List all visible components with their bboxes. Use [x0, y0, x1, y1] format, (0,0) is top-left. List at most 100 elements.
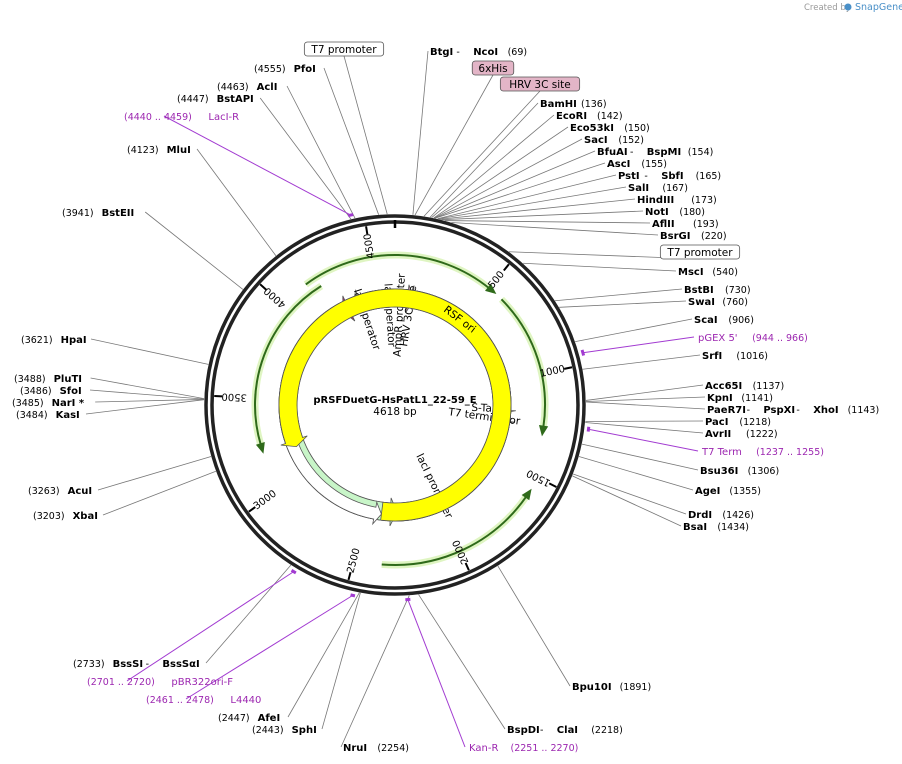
site-bsu36i[interactable]: Bsu36I(1306) — [700, 466, 779, 477]
leader-layer — [85, 50, 706, 748]
label-layer: BtgI - NcoI(69) BamHI (136)EcoRI(142)Eco53… — [12, 41, 879, 754]
site-sali[interactable]: SalI(167) — [628, 183, 688, 194]
site-drui[interactable]: NruI(2254) — [343, 743, 409, 754]
site-noti[interactable]: NotI(180) — [645, 207, 705, 218]
site-name: BspMI — [647, 147, 681, 158]
site-bstapi[interactable]: (4447)BstAPI — [177, 94, 254, 105]
primer-pgex5[interactable]: pGEX 5'(944 .. 966) — [698, 333, 808, 344]
tick-mark — [347, 571, 352, 581]
site-plutI[interactable]: (3488)PluTI — [14, 374, 82, 385]
site-leader — [433, 126, 569, 219]
site-leader — [572, 473, 687, 515]
primer-name: LacI-R — [208, 112, 239, 123]
site-bfuai-bspmi[interactable]: BfuAI - BspMI(154) — [597, 147, 713, 158]
site-bpu10i[interactable]: Bpu10I(1891) — [572, 682, 651, 693]
site-position: (4447) — [177, 94, 209, 105]
site-aflii[interactable]: AflII(193) — [652, 219, 719, 230]
site-kpni[interactable]: KpnI(1141) — [707, 393, 773, 404]
site-name: AclI — [257, 82, 278, 93]
site-name: ClaI — [557, 725, 578, 736]
site-position: (1137) — [753, 381, 785, 392]
site-leader — [437, 174, 617, 220]
plasmid-length: 4618 bp — [373, 406, 417, 418]
site-bspdi-clai[interactable]: BspDI - ClaI(2218) — [507, 725, 623, 736]
site-btgi-ncoi[interactable]: BtgI - NcoI(69) — [430, 47, 527, 58]
site-name: NruI — [343, 743, 367, 754]
boxed-label-t7-promoter-right[interactable]: T7 promoter — [659, 244, 741, 260]
boxed-label-t7-promoter-top[interactable]: T7 promoter — [303, 41, 385, 57]
site-bsteii[interactable]: (3941)BstEII — [62, 208, 134, 219]
site-position: (2447) — [218, 713, 250, 724]
site-position: (136) — [581, 99, 607, 110]
site-sfoi[interactable]: (3486)SfoI — [20, 386, 82, 397]
site-name: MluI — [167, 145, 191, 156]
site-acli[interactable]: (4463)AclI — [217, 82, 277, 93]
site-agei[interactable]: AgeI(1355) — [695, 486, 761, 497]
site-psti-sbfi[interactable]: PstI - SbfI(165) — [618, 171, 721, 182]
site-name: NcoI — [473, 47, 498, 58]
site-pfoi[interactable]: (4555)PfoI — [254, 64, 316, 75]
site-name: PluTI — [54, 374, 82, 385]
site-name: BfuAI — [597, 147, 628, 158]
site-leader — [287, 592, 360, 718]
primer-name: pGEX 5' — [698, 333, 738, 344]
site-leader — [441, 210, 644, 221]
site-leader — [582, 354, 701, 370]
site-kasi[interactable]: (3484)KasI — [16, 410, 80, 421]
site-asci[interactable]: AscI(155) — [607, 159, 667, 170]
site-leader — [572, 475, 682, 527]
site-bamhi[interactable]: BamHI (136) — [540, 99, 607, 110]
tick-label: 3500 — [221, 390, 247, 402]
primer-name: L4440 — [230, 695, 261, 706]
site-drdi[interactable]: DrdI(1426) — [688, 510, 754, 521]
primer-leader — [163, 115, 351, 216]
site-bsssi-bssaai[interactable]: (2733)BssSI - BssSαI — [73, 659, 200, 670]
site-position: (1434) — [717, 522, 749, 533]
site-hpai[interactable]: (3621)HpaI — [21, 335, 87, 346]
site-leader — [323, 67, 380, 215]
primer-laci-r[interactable]: (4440 .. 4459)LacI-R — [124, 112, 239, 123]
site-ecori[interactable]: EcoRI(142) — [556, 111, 623, 122]
site-saci[interactable]: SacI(152) — [584, 135, 644, 146]
site-swai[interactable]: SwaI(760) — [688, 297, 748, 308]
site-srfi[interactable]: SrfI(1016) — [702, 351, 768, 362]
boxed-label-sixhis[interactable]: 6xHis — [471, 60, 515, 76]
site-hindiii[interactable]: HindIII(173) — [637, 195, 717, 206]
site-bsrgi[interactable]: BsrGI(220) — [660, 231, 727, 242]
site-bstbi[interactable]: BstBI(730) — [684, 285, 751, 296]
site-scai[interactable]: ScaI(906) — [694, 315, 754, 326]
site-name: BsrGI — [660, 231, 690, 242]
boxed-label-hrv3c-site-top[interactable]: HRV 3C site — [499, 76, 581, 92]
primer-pbr322ori-f[interactable]: (2701 .. 2720)pBR322ori-F — [87, 677, 233, 688]
primer-leader — [407, 599, 466, 748]
site-leader — [554, 288, 683, 302]
site-nari[interactable]: (3485)NarI * — [12, 398, 85, 409]
site-mlui[interactable]: (4123)MluI — [127, 145, 191, 156]
tick-mark — [464, 562, 470, 571]
site-name: BamHI — [540, 99, 577, 110]
site-name: KpnI — [707, 393, 733, 404]
primer-kan-r[interactable]: Kan-R(2251 .. 2270) — [469, 743, 578, 754]
site-position: (3485) — [12, 398, 44, 409]
site-sphi[interactable]: (2443)SphI — [252, 725, 317, 736]
site-eco53ki[interactable]: Eco53kI(150) — [570, 123, 650, 134]
site-avrii[interactable]: AvrII(1222) — [705, 429, 778, 440]
site-msci[interactable]: MscI(540) — [678, 267, 738, 278]
site-name: PspXI — [763, 405, 795, 416]
site-xbai[interactable]: (3203)XbaI — [33, 511, 98, 522]
site-afei[interactable]: (2447)AfeI — [218, 713, 280, 724]
orf-arrowhead — [485, 283, 497, 295]
tick-mark — [259, 283, 267, 291]
site-name: SacI — [584, 135, 608, 146]
site-leader — [444, 220, 651, 224]
site-bsai[interactable]: BsaI(1434) — [683, 522, 749, 533]
primer-t7term[interactable]: T7 Term(1237 .. 1255) — [701, 447, 824, 458]
site-position: (154) — [688, 147, 714, 158]
site-paer7i-pspxi-xhoi[interactable]: PaeR7I - PspXI - XhoI(1143) — [707, 405, 879, 416]
primer-l4440[interactable]: (2461 .. 2478)L4440 — [146, 695, 261, 706]
site-acc65i[interactable]: Acc65I(1137) — [705, 381, 784, 392]
tick-label: 500 — [486, 269, 507, 291]
site-position: (1426) — [722, 510, 754, 521]
site-acui[interactable]: (3263)AcuI — [28, 486, 92, 497]
site-paci[interactable]: PacI(1218) — [705, 417, 771, 428]
